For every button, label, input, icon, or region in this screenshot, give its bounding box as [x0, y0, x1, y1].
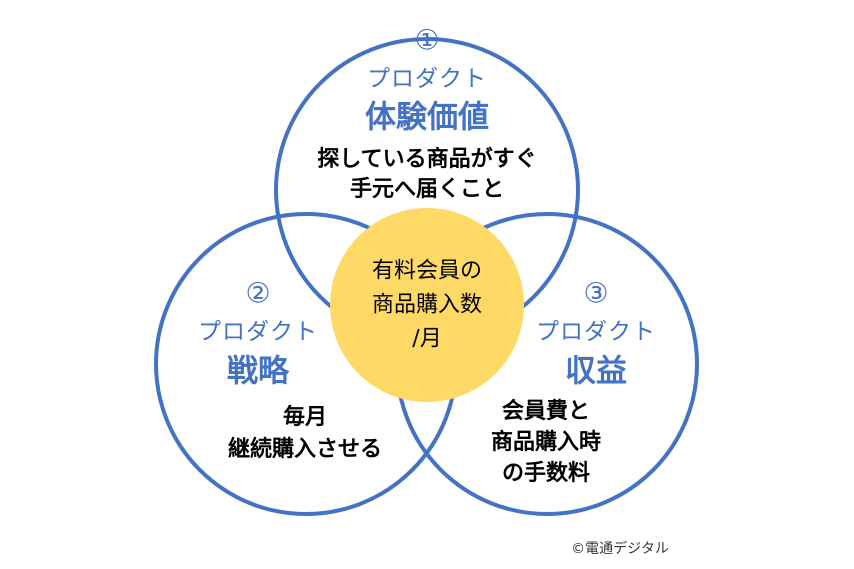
right-line: の手数料: [501, 461, 591, 486]
right-title: 収益: [565, 353, 627, 390]
top-title: 体験価値: [365, 99, 489, 136]
right-number: ③: [583, 276, 609, 310]
center-circle: [330, 208, 524, 402]
left-title: 戦略: [227, 353, 289, 390]
left-line: 毎月: [282, 405, 328, 430]
top-line: 手元へ届くこと: [349, 177, 505, 202]
right-line: 会員費と: [501, 399, 591, 424]
left-line: 継続購入させる: [227, 437, 383, 462]
right-sub: プロダクト: [536, 319, 656, 345]
center-line: 商品購入数: [371, 292, 483, 318]
credit: ©電通デジタル: [571, 541, 669, 557]
top-number: ①: [414, 23, 440, 57]
center-line: /月: [412, 326, 442, 352]
right-line: 商品購入時: [490, 430, 602, 455]
left-sub: プロダクト: [198, 319, 318, 345]
top-line: 探している商品がすぐ: [317, 147, 537, 172]
top-sub: プロダクト: [367, 66, 487, 92]
center-line: 有料会員の: [371, 258, 483, 284]
left-number: ②: [245, 276, 271, 310]
